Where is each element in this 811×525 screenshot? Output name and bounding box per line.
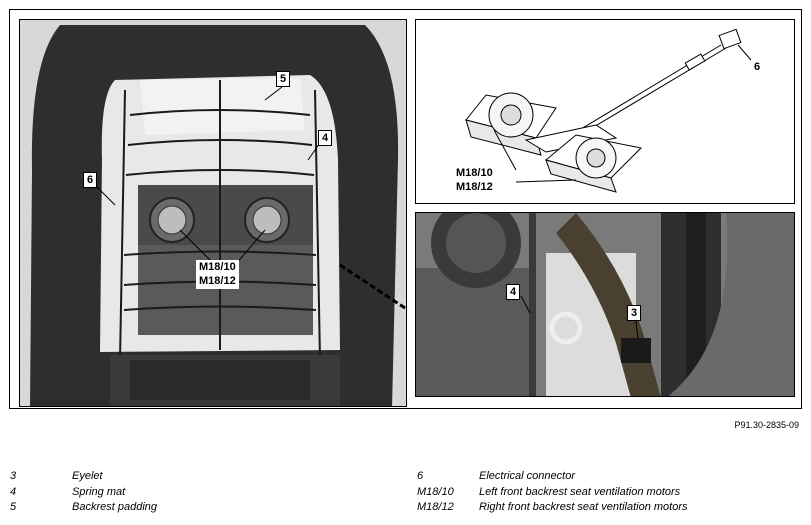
legend-text: Backrest padding	[72, 501, 157, 513]
diagram-callout-m18-12: M18/12	[456, 181, 493, 193]
legend-right: 6 Electrical connector M18/10 Left front b…	[417, 470, 687, 517]
legend-row: 4 Spring mat	[10, 486, 157, 502]
figure-reference: P91.30-2835-09	[734, 420, 799, 430]
legend-row: 3 Eyelet	[10, 470, 157, 486]
legend-code: 6	[417, 470, 424, 482]
callout-m18-12: M18/12	[196, 274, 239, 289]
diagram-callout-6: 6	[754, 61, 761, 73]
legend-text: Left front backrest seat ventilation mot…	[479, 485, 681, 498]
legend-text: Eyelet	[72, 470, 103, 482]
legend-text: Electrical connector	[479, 470, 575, 482]
legend-code: M18/12	[417, 501, 454, 513]
figure-frame: 5 4 6 M18/10 M18/12	[9, 9, 802, 409]
callout-m18-10: M18/10	[196, 260, 239, 275]
diagram-callout-m18-10: M18/10	[456, 167, 493, 179]
legend-code: 3	[10, 470, 17, 482]
closeup-photo: 4 3	[415, 212, 795, 397]
callout-4: 4	[318, 130, 333, 146]
callout-6: 6	[83, 172, 98, 188]
legend-row: M18/12 Right front backrest seat ventilat…	[417, 501, 687, 517]
seat-backrest-photo: 5 4 6 M18/10 M18/12	[19, 19, 407, 407]
legend-code: 4	[10, 485, 17, 498]
legend-row: 5 Backrest padding	[10, 501, 157, 517]
legend-code: M18/10	[417, 485, 454, 498]
closeup-callout-4: 4	[506, 284, 521, 300]
legend-text: Spring mat	[72, 485, 126, 498]
legend-text: Right front backrest seat ventilation mo…	[479, 501, 688, 513]
closeup-callout-3: 3	[627, 305, 642, 321]
ventilation-motor-diagram: 6 M18/10 M18/12	[415, 19, 795, 204]
callout-5: 5	[276, 71, 291, 87]
closeup-illustration	[416, 213, 794, 396]
legend-row: M18/10 Left front backrest seat ventilati…	[417, 486, 687, 502]
seat-backrest-illustration	[20, 20, 406, 406]
motor-line-drawing	[465, 28, 752, 193]
legend-code: 5	[10, 501, 17, 513]
legend-row: 6 Electrical connector	[417, 470, 687, 486]
legend-left: 3 Eyelet 4 Spring mat 5 Backrest padding	[10, 470, 157, 517]
